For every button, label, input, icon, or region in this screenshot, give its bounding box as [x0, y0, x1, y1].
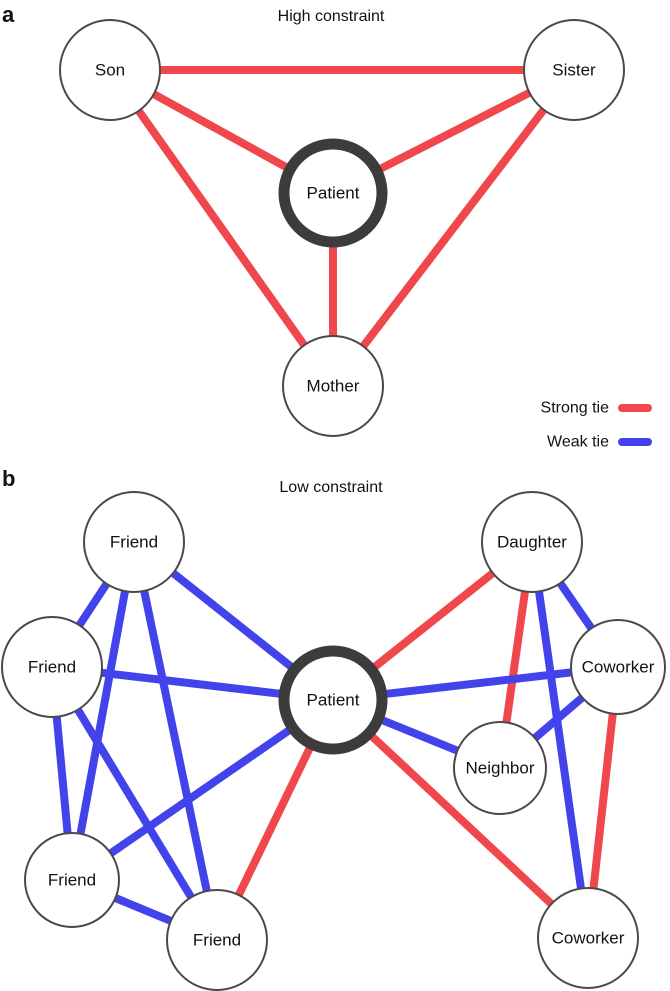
node-label-neighbor: Neighbor [466, 759, 535, 778]
edge-weak-friend2-friend4 [73, 705, 196, 902]
edge-strong-sister-patient [377, 88, 534, 173]
node-sister: Sister [523, 19, 625, 121]
node-circle-son [59, 19, 161, 121]
edge-weak-friend3-patient [106, 726, 293, 858]
node-patient: Patient [278, 138, 388, 248]
legend: Strong tie Weak tie [541, 400, 652, 451]
node-label-friend1: Friend [110, 533, 158, 552]
edge-weak-friend3-friend4 [111, 894, 175, 925]
panel-b-nodes: FriendFriendFriendFriendPatientDaughterC… [1, 491, 666, 991]
edge-strong-sister-mother [359, 105, 548, 351]
edge-weak-daughter-coworker1 [556, 579, 596, 633]
edge-strong-coworker2-patient [368, 732, 556, 908]
edge-weak-coworker1-patient [382, 668, 576, 698]
edge-weak-friend2-patient [97, 668, 284, 698]
legend-weak-label: Weak tie [547, 434, 609, 451]
panel-a-edges [134, 66, 548, 351]
edge-weak-friend1-patient [169, 569, 295, 671]
edge-weak-neighbor-patient [379, 716, 462, 755]
node-label-coworker2: Coworker [552, 929, 625, 948]
edge-strong-daughter-neighbor [502, 587, 529, 727]
edge-weak-coworker1-neighbor [530, 693, 587, 743]
node-circle-neighbor [453, 721, 547, 815]
legend-strong-label: Strong tie [541, 400, 610, 417]
node-coworker1: Coworker [570, 619, 666, 715]
edge-strong-friend4-patient [234, 744, 314, 899]
node-friend1: Friend [83, 491, 185, 593]
edge-weak-friend2-friend3 [52, 712, 72, 838]
node-circle-coworker2 [537, 887, 639, 989]
panel-a-letter: a [2, 2, 15, 27]
node-circle-patient [278, 138, 388, 248]
node-label-friend4: Friend [193, 931, 241, 950]
node-label-sister: Sister [552, 61, 596, 80]
edge-strong-son-mother [134, 106, 309, 350]
node-circle-friend2 [1, 616, 103, 718]
edge-strong-coworker1-coworker2 [589, 709, 617, 893]
node-coworker2: Coworker [537, 887, 639, 989]
node-son: Son [59, 19, 161, 121]
node-label-patient: Patient [307, 691, 360, 710]
node-patient: Patient [278, 645, 388, 755]
panel-b: b Low constraint FriendFriendFriendFrien… [1, 466, 666, 991]
node-circle-patient [278, 645, 388, 755]
panel-b-letter: b [2, 466, 15, 491]
panel-b-edges [52, 569, 617, 925]
node-label-coworker1: Coworker [582, 658, 655, 677]
edge-strong-son-patient [149, 90, 290, 171]
edge-weak-friend1-friend3 [76, 587, 129, 838]
node-label-son: Son [95, 61, 125, 80]
edge-weak-friend1-friend4 [140, 586, 211, 896]
node-circle-friend3 [24, 832, 120, 928]
node-label-mother: Mother [307, 377, 360, 396]
node-friend3: Friend [24, 832, 120, 928]
node-circle-sister [523, 19, 625, 121]
panel-b-title: Low constraint [279, 479, 383, 496]
node-neighbor: Neighbor [453, 721, 547, 815]
node-circle-coworker1 [570, 619, 666, 715]
edge-strong-daughter-patient [371, 569, 497, 671]
edge-weak-friend1-friend2 [75, 579, 111, 630]
node-mother: Mother [282, 335, 384, 437]
node-circle-mother [282, 335, 384, 437]
node-circle-friend4 [166, 889, 268, 991]
node-friend2: Friend [1, 616, 103, 718]
node-circle-daughter [481, 491, 583, 593]
node-label-friend3: Friend [48, 871, 96, 890]
node-circle-friend1 [83, 491, 185, 593]
node-friend4: Friend [166, 889, 268, 991]
node-label-daughter: Daughter [497, 533, 567, 552]
node-label-patient: Patient [307, 184, 360, 203]
node-daughter: Daughter [481, 491, 583, 593]
panel-a-title: High constraint [278, 8, 385, 25]
edge-weak-daughter-coworker2 [535, 587, 585, 893]
node-label-friend2: Friend [28, 658, 76, 677]
